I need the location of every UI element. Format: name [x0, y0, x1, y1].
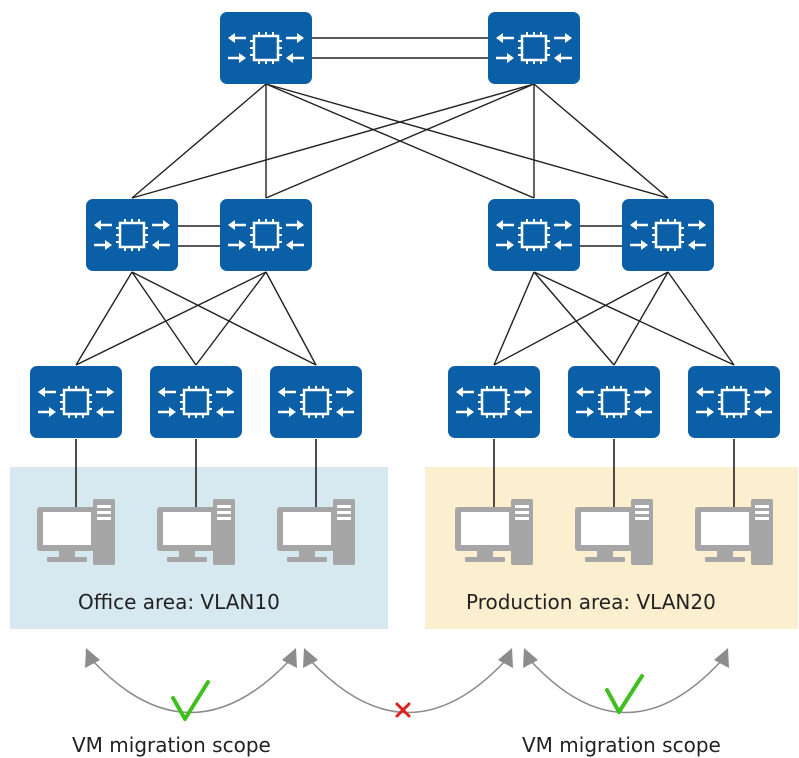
- aggregation-switch-2: [218, 197, 314, 273]
- access-host-links: [75, 439, 735, 513]
- access-switch-3: [268, 364, 364, 440]
- checkmark-icon: [171, 680, 210, 721]
- migration-arc-left: [91, 659, 291, 714]
- migration-arc-middle: [309, 659, 507, 714]
- aggregation-access-links: [75, 271, 735, 366]
- arrowhead-left-2-icon: [282, 648, 297, 668]
- arrowhead-right-2-icon: [714, 648, 729, 668]
- arrowhead-middle-1-icon: [303, 648, 318, 668]
- access-switch-4: [446, 364, 542, 440]
- vm-migration-scope-label-right: VM migration scope: [522, 733, 721, 757]
- core-interconnect-links: [312, 37, 492, 59]
- migration-arc-right: [529, 659, 723, 714]
- office-area-label: Office area: VLAN10: [78, 590, 280, 614]
- production-area-label: Production area: VLAN20: [466, 590, 716, 614]
- arrowhead-right-1-icon: [523, 648, 538, 668]
- access-switch-6: [686, 364, 782, 440]
- arrowhead-left-1-icon: [85, 648, 100, 668]
- vm-migration-scope-label-left: VM migration scope: [72, 733, 271, 757]
- aggregation-interconnect-links: [178, 225, 624, 247]
- arrowhead-middle-2-icon: [498, 648, 513, 668]
- checkmark-icon: [605, 674, 644, 714]
- core-switch-right: [486, 10, 582, 86]
- cross-icon: [395, 702, 411, 718]
- aggregation-switch-3: [486, 197, 582, 273]
- core-aggregation-links: [131, 83, 669, 199]
- access-switch-5: [566, 364, 662, 440]
- access-switch-1: [28, 364, 124, 440]
- access-switch-2: [148, 364, 244, 440]
- aggregation-switch-1: [84, 197, 180, 273]
- aggregation-switch-4: [620, 197, 716, 273]
- core-switch-left: [218, 10, 314, 86]
